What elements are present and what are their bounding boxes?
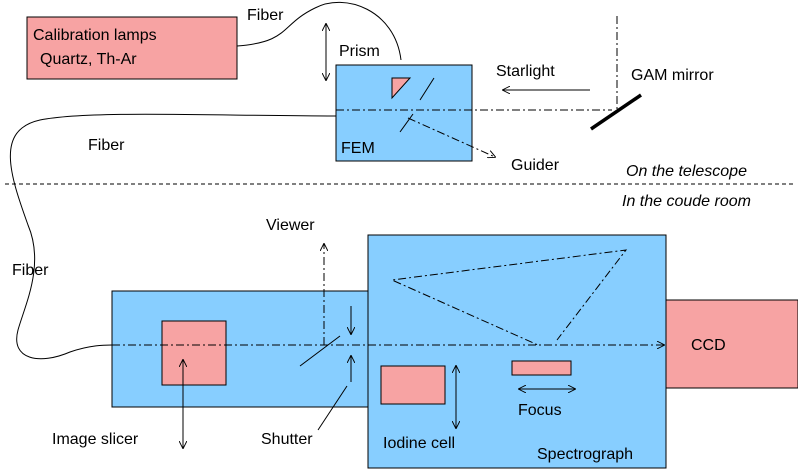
gam-mirror-label: GAM mirror [631,67,714,84]
focus-element [511,360,572,376]
shutter-label: Shutter [261,431,313,448]
on-telescope-label: On the telescope [626,163,747,180]
focus-label: Focus [518,402,562,419]
fiber-top-label: Fiber [247,7,284,24]
fiber-middle-label: Fiber [88,137,125,154]
image-slicer [161,320,227,386]
coude-room-label: In the coude room [622,193,751,210]
starlight-label: Starlight [496,63,555,80]
spectrograph-label: Spectrograph [537,446,633,463]
fiber-lamps-to-prism [236,1,402,61]
slicer-unit-box [111,290,369,408]
image-slicer-label: Image slicer [52,431,139,448]
iodine-cell [380,365,446,405]
spectrograph-box [367,234,667,469]
prism-label: Prism [339,43,380,60]
calibration-lamps-box [26,16,238,80]
prism-element [391,77,412,100]
calibration-sources-label: Quartz, Th-Ar [40,51,137,68]
fiber-lower-label: Fiber [12,262,49,279]
shutter-leader [317,385,348,431]
fem-box [335,64,473,162]
fiber-fem-to-spectrograph [9,113,337,360]
viewer-label: Viewer [266,217,315,234]
calibration-lamps-label: Calibration lamps [33,27,157,44]
fem-guider-mirror [399,113,414,133]
iodine-cell-label: Iodine cell [383,435,455,452]
viewer-mirror [299,335,341,367]
fem-beamsplitter [419,77,435,101]
guider-label: Guider [511,157,560,174]
ccd-box [665,299,798,389]
gam-mirror [590,93,642,131]
fem-label: FEM [341,140,375,157]
spectrograph-beam-path [368,249,628,346]
ccd-label: CCD [691,337,726,354]
